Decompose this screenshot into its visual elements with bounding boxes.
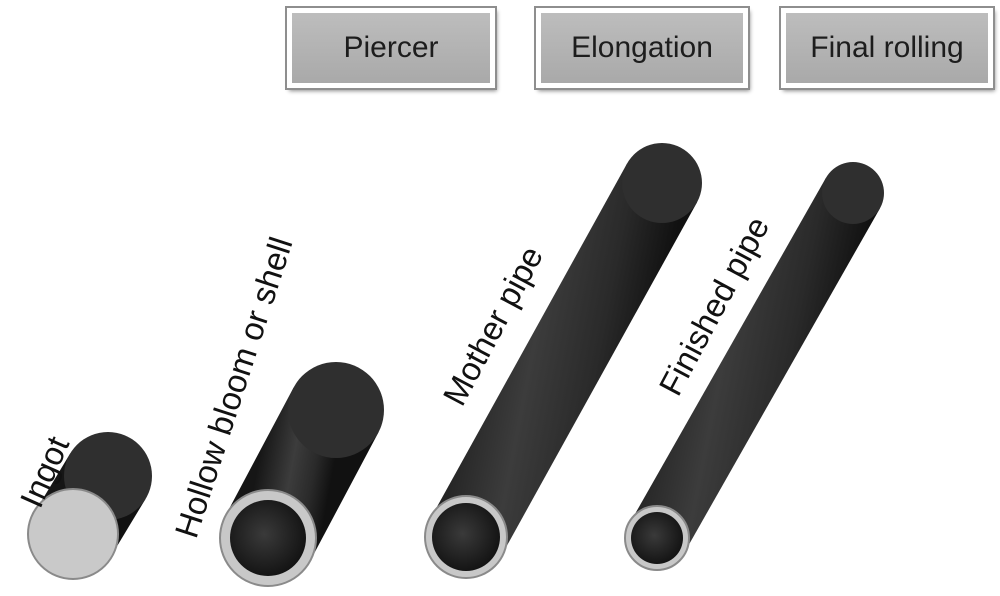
stage-box-elongation: Elongation: [534, 6, 750, 90]
stage-box-piercer: Piercer: [285, 6, 497, 90]
ingot: [27, 432, 152, 580]
finished-pipe: [624, 162, 884, 571]
stage-box-final-rolling: Final rolling: [779, 6, 995, 90]
stage-label-piercer: Piercer: [343, 31, 439, 64]
stage-label-elongation: Elongation: [571, 31, 713, 64]
stage-label-final-rolling: Final rolling: [810, 31, 964, 64]
hollow-bloom: [219, 362, 384, 587]
mother-pipe: [424, 143, 702, 579]
